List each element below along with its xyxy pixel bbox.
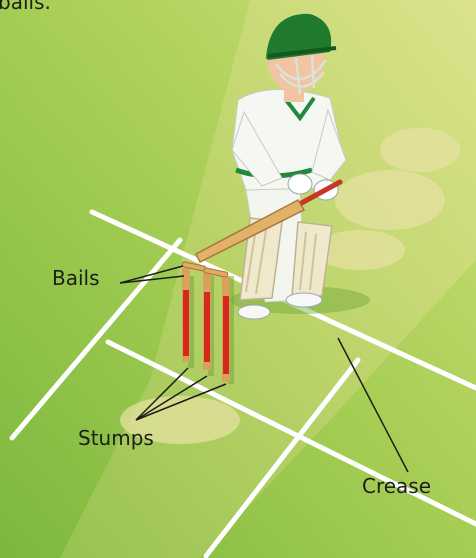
caption-fragment: bails. xyxy=(0,0,51,12)
stump-3 xyxy=(222,276,230,382)
stumps-label: Stumps xyxy=(78,428,154,448)
stump-2 xyxy=(203,272,211,370)
stump-1 xyxy=(182,268,190,362)
crease-label: Crease xyxy=(362,476,431,496)
wicket xyxy=(182,262,234,384)
bails-label: Bails xyxy=(52,268,100,288)
